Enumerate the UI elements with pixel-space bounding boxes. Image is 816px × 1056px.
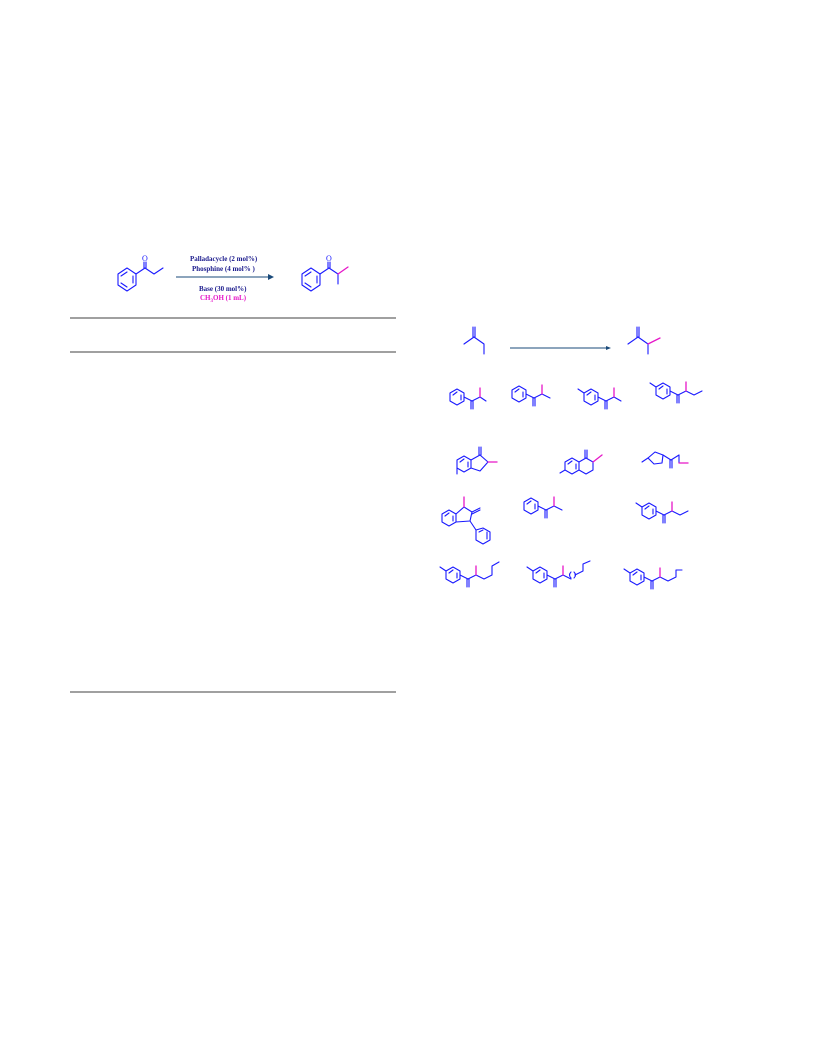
product-13 [623,567,683,590]
product-10 [635,501,689,524]
product-methylated-ketone: O [301,254,349,292]
substrate-propiophenone: O [117,254,164,292]
condition-catalyst: Palladacycle (2 mol%) [190,255,258,263]
product-9 [523,496,563,519]
product-11 [439,561,500,588]
reaction-arrow [176,274,274,280]
condition-ligand: Phosphine (4 mol% ) [192,265,255,273]
generic-substrate [463,326,485,355]
generic-product [627,326,661,355]
product-1 [449,387,487,410]
substrate-oxygen-label: O [142,254,148,263]
product-12 [526,560,591,588]
product-7-thienyl [641,451,689,469]
product-3 [577,387,622,410]
product-5-indanone [456,446,498,475]
product-2 [511,384,551,407]
product-4 [649,381,703,404]
product-8-indolinone [441,496,491,545]
product-6-tetralone [559,449,603,475]
condition-solvent: CH3OH (1 mL) [200,294,247,304]
product-oxygen-label: O [326,254,332,263]
condition-base: Base (30 mol%) [199,285,247,293]
